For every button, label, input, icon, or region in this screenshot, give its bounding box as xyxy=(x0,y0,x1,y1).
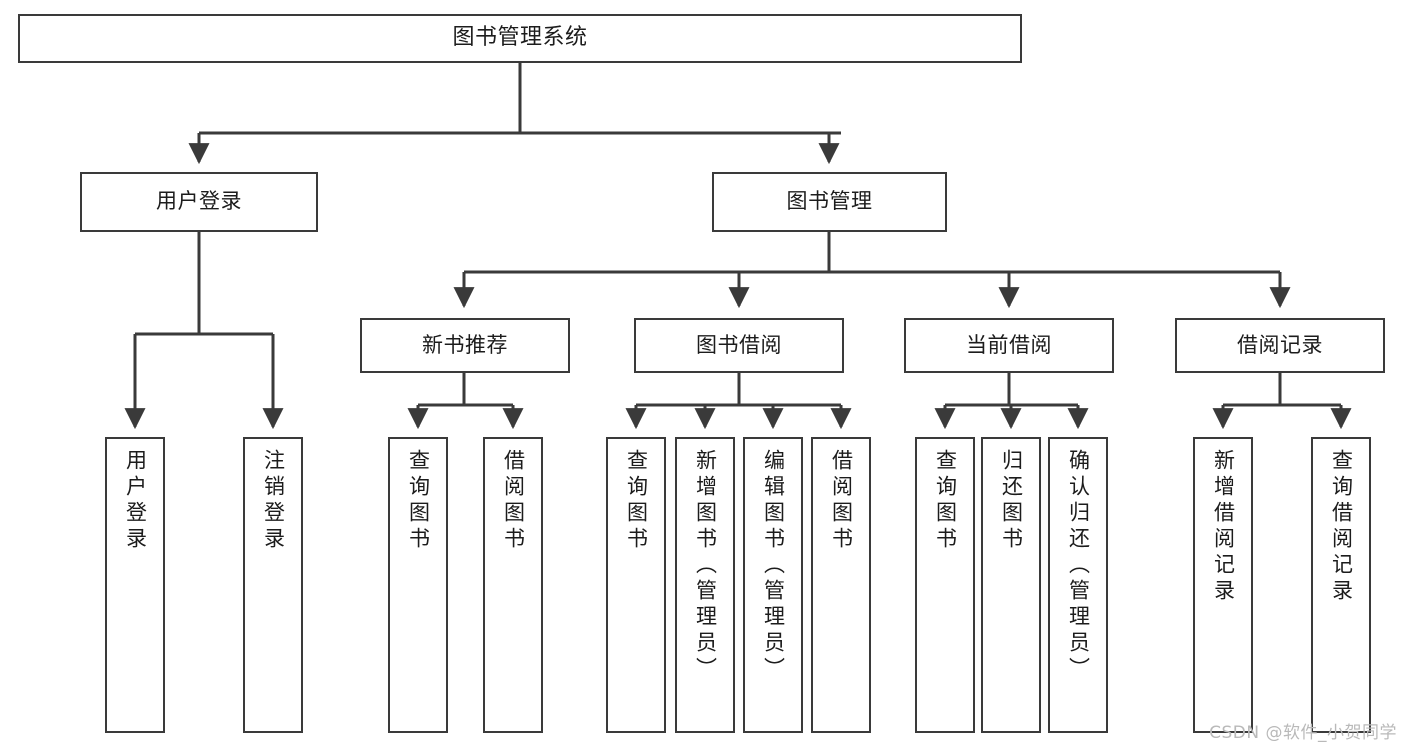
node-label: 借阅图书 xyxy=(501,449,526,553)
node-label: 借阅记录 xyxy=(1237,332,1323,357)
leaf-new-book-query-book[interactable]: 查询图书 xyxy=(388,437,448,733)
node-label: 图书借阅 xyxy=(696,332,782,357)
leaf-current-borrow-return-book[interactable]: 归还图书 xyxy=(981,437,1041,733)
node-label: 注销登录 xyxy=(261,449,286,553)
node-label: 用户登录 xyxy=(156,189,242,214)
node-label: 编辑图书（管理员） xyxy=(761,449,786,683)
node-label: 归还图书 xyxy=(999,449,1024,553)
leaf-user-login-login[interactable]: 用户登录 xyxy=(105,437,165,733)
leaf-current-borrow-query-book[interactable]: 查询图书 xyxy=(915,437,975,733)
node-label: 新增图书（管理员） xyxy=(693,449,718,683)
leaf-user-login-logout[interactable]: 注销登录 xyxy=(243,437,303,733)
leaf-new-book-borrow-book[interactable]: 借阅图书 xyxy=(483,437,543,733)
leaf-current-borrow-confirm-return-admin[interactable]: 确认归还（管理员） xyxy=(1048,437,1108,733)
node-new-book-recommend[interactable]: 新书推荐 xyxy=(360,318,570,373)
leaf-book-borrow-edit-book-admin[interactable]: 编辑图书（管理员） xyxy=(743,437,803,733)
node-label: 新书推荐 xyxy=(422,332,508,357)
csdn-watermark: CSDN @软件_小贺同学 xyxy=(1209,723,1397,743)
leaf-borrow-record-query-record[interactable]: 查询借阅记录 xyxy=(1311,437,1371,733)
node-borrow-record[interactable]: 借阅记录 xyxy=(1175,318,1385,373)
node-label: 确认归还（管理员） xyxy=(1066,449,1091,683)
node-book-management[interactable]: 图书管理 xyxy=(712,172,947,232)
node-label: 查询图书 xyxy=(624,449,649,553)
node-label: 查询借阅记录 xyxy=(1329,449,1354,605)
node-label: 新增借阅记录 xyxy=(1211,449,1236,605)
leaf-book-borrow-query-book[interactable]: 查询图书 xyxy=(606,437,666,733)
node-label: 图书管理 xyxy=(786,189,873,214)
node-label: 用户登录 xyxy=(123,449,148,553)
node-label: 借阅图书 xyxy=(829,449,854,553)
node-label: 图书管理系统 xyxy=(452,25,588,51)
leaf-book-borrow-borrow-book[interactable]: 借阅图书 xyxy=(811,437,871,733)
node-root-book-management-system[interactable]: 图书管理系统 xyxy=(18,14,1022,63)
node-user-login[interactable]: 用户登录 xyxy=(80,172,318,232)
node-label: 查询图书 xyxy=(933,449,958,553)
leaf-book-borrow-add-book-admin[interactable]: 新增图书（管理员） xyxy=(675,437,735,733)
node-label: 查询图书 xyxy=(406,449,431,553)
leaf-borrow-record-add-record[interactable]: 新增借阅记录 xyxy=(1193,437,1253,733)
node-book-borrow[interactable]: 图书借阅 xyxy=(634,318,844,373)
node-current-borrow[interactable]: 当前借阅 xyxy=(904,318,1114,373)
node-label: 当前借阅 xyxy=(966,332,1052,357)
